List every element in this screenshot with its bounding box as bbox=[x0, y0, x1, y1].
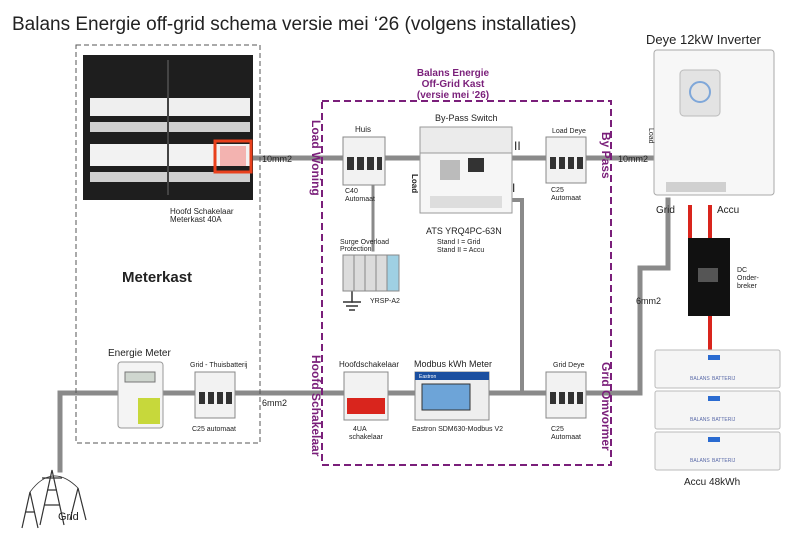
energie-meter-device bbox=[117, 361, 164, 429]
grid-thuis-title: Grid - Thuisbatterij bbox=[190, 362, 248, 369]
load-deye-line2: Automaat bbox=[551, 195, 581, 202]
battery-brand-2: BALANS bbox=[690, 417, 710, 423]
meterkast-hoofd-line1: Hoofd Schakelaar bbox=[170, 207, 234, 216]
grid-deye-line2: Automaat bbox=[551, 434, 581, 441]
wire-label-top-right: 10mm2 bbox=[618, 154, 648, 164]
huis-title: Huis bbox=[355, 125, 371, 134]
bypass-title: By-Pass Switch bbox=[435, 113, 498, 123]
wire-label-top-left: 10mm2 bbox=[262, 154, 292, 164]
huis-line2: Automaat bbox=[345, 196, 375, 203]
surge-line1: Surge Overload bbox=[340, 239, 389, 246]
kast-title-1: Balans Energie bbox=[417, 68, 490, 79]
meterkast-hoofd-line2: Meterkast 40A bbox=[170, 215, 222, 224]
modbus-device bbox=[414, 371, 490, 421]
hoofd-schakelaar-highlight bbox=[213, 139, 253, 174]
huis-breaker bbox=[342, 136, 386, 186]
ats-line2: Stand II = Accu bbox=[437, 247, 484, 254]
ground-symbol bbox=[343, 301, 361, 311]
modbus-title: Modbus kWh Meter bbox=[414, 359, 492, 369]
wire-right-vertical bbox=[637, 197, 671, 396]
kast-title-2: Off-Grid Kast bbox=[422, 79, 485, 90]
wire-label-right: 6mm2 bbox=[636, 296, 661, 306]
dc-line3: breker bbox=[737, 283, 758, 290]
inverter-accu: Accu bbox=[717, 205, 739, 216]
bypass-load: Load bbox=[410, 174, 419, 193]
dc-line1: DC bbox=[737, 267, 747, 274]
inverter-load: Load bbox=[647, 128, 654, 144]
dc-line2: Onder- bbox=[737, 275, 759, 282]
power-tower-icon bbox=[21, 469, 87, 529]
bypass-II: II bbox=[514, 139, 521, 153]
dc-breaker bbox=[688, 238, 730, 316]
accu-label: Accu 48kWh bbox=[684, 477, 740, 488]
side-label-hoofd-schakelaar: Hoofd Schakelaar bbox=[309, 355, 323, 457]
modbus-caption: Eastron SDM630-Modbus V2 bbox=[412, 426, 503, 433]
battery-brand-3: BALANS bbox=[690, 458, 710, 464]
battery-brand-1: BALANS bbox=[690, 376, 710, 382]
grid-deye-title: Grid Deye bbox=[553, 362, 585, 369]
ats-line1: Stand I = Grid bbox=[437, 239, 480, 246]
surge-device bbox=[342, 254, 400, 292]
dc-wires bbox=[688, 205, 712, 350]
wire-label-bottom-left: 6mm2 bbox=[262, 398, 287, 408]
battery-brand2-3: BATTERIJ bbox=[712, 458, 736, 464]
modbus-brand: Eastron bbox=[419, 374, 436, 380]
grid-label: Grid bbox=[58, 511, 79, 523]
hoofd-title: Hoofdschakelaar bbox=[339, 360, 399, 369]
battery-brand2-1: BATTERIJ bbox=[712, 376, 736, 382]
wire-modbus-ats bbox=[508, 198, 524, 395]
side-label-by-pass: By Pass bbox=[599, 132, 613, 179]
inverter-title: Deye 12kW Inverter bbox=[646, 32, 762, 47]
grid-thuis-breaker bbox=[194, 371, 236, 419]
side-label-load-woning: Load Woning bbox=[309, 120, 323, 196]
ats-title: ATS YRQ4PC-63N bbox=[426, 226, 502, 236]
inverter-grid: Grid bbox=[656, 205, 675, 216]
meterkast-panel bbox=[83, 55, 253, 200]
page-title: Balans Energie off-grid schema versie me… bbox=[12, 14, 577, 35]
battery-brand2-2: BATTERIJ bbox=[712, 417, 736, 423]
surge-model: YRSP-A2 bbox=[370, 298, 400, 305]
kast-title-3: (versie mei ‘26) bbox=[417, 90, 489, 101]
bypass-I: I bbox=[512, 181, 515, 195]
battery-stack bbox=[654, 349, 781, 471]
inverter-device bbox=[653, 49, 775, 196]
huis-line1: C40 bbox=[345, 188, 358, 195]
meterkast-label: Meterkast bbox=[122, 269, 192, 286]
grid-thuis-caption: C25 automaat bbox=[192, 426, 236, 433]
offgrid-kast-box bbox=[321, 100, 612, 466]
hoofd-line1: 4UA bbox=[353, 426, 367, 433]
meterkast-box bbox=[75, 44, 261, 444]
load-deye-breaker bbox=[545, 136, 587, 184]
grid-deye-line1: C25 bbox=[551, 426, 564, 433]
hoofd-device bbox=[343, 371, 389, 421]
load-deye-line1: C25 bbox=[551, 187, 564, 194]
surge-line2: Protection bbox=[340, 246, 372, 253]
ats-device bbox=[419, 126, 513, 214]
load-deye-title: Load Deye bbox=[552, 128, 586, 135]
energie-meter-title: Energie Meter bbox=[108, 348, 171, 359]
side-label-grid-omvormer: Grid Omvormer bbox=[599, 362, 613, 451]
grid-deye-breaker bbox=[545, 371, 587, 419]
hoofd-line2: schakelaar bbox=[349, 434, 384, 441]
